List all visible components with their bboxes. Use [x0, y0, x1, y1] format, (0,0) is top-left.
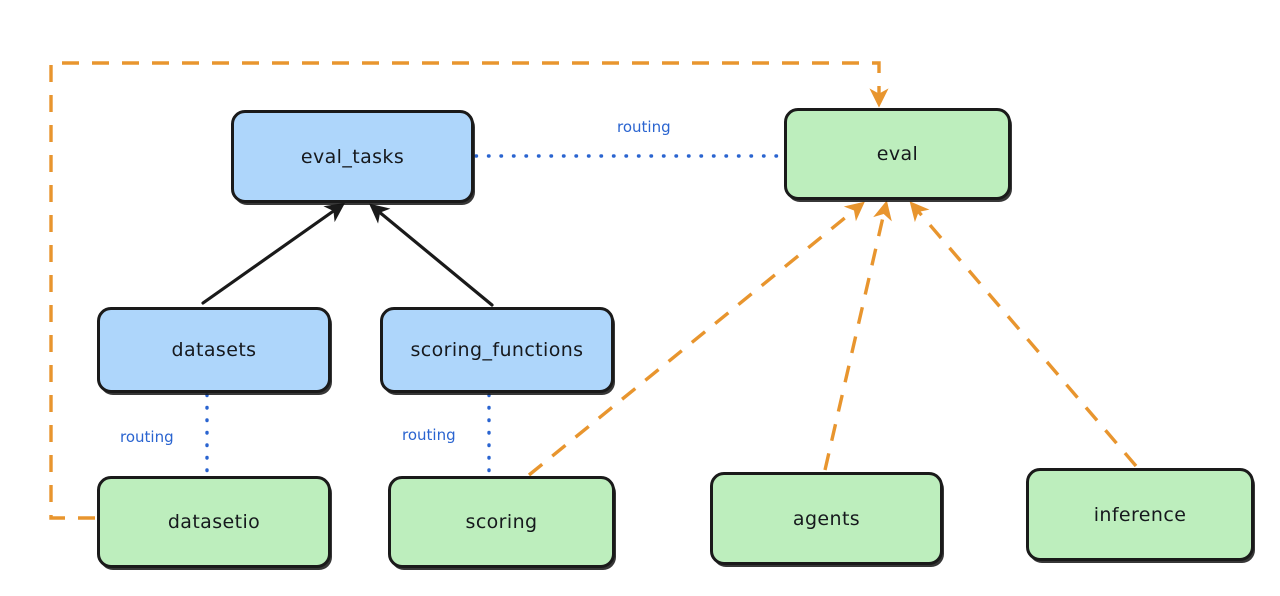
node-label-eval-tasks: eval_tasks	[300, 145, 405, 168]
node-scoring-functions[interactable]: scoring_functions	[380, 307, 614, 393]
node-label-eval: eval	[876, 143, 919, 165]
node-agents[interactable]: agents	[710, 472, 943, 565]
node-datasetio[interactable]: datasetio	[97, 476, 331, 568]
edge-datasets-eval_tasks	[201, 202, 346, 305]
node-scoring[interactable]: scoring	[388, 476, 615, 568]
node-label-inference: inference	[1093, 503, 1187, 526]
node-label-datasetio: datasetio	[167, 511, 261, 533]
edge-label-routing-eval-tasks-eval: routing	[614, 118, 674, 136]
edge-scoring_functions-eval_tasks	[369, 203, 494, 307]
node-eval[interactable]: eval	[784, 108, 1011, 200]
node-datasets[interactable]: datasets	[97, 307, 331, 393]
edge-label-routing-datasets-datasetio: routing	[117, 428, 177, 446]
edge-inference-eval	[909, 201, 1138, 468]
node-label-agents: agents	[792, 507, 861, 530]
node-inference[interactable]: inference	[1026, 468, 1254, 561]
node-eval-tasks[interactable]: eval_tasks	[231, 110, 474, 203]
edge-label-routing-scoring-functions-scoring: routing	[399, 426, 459, 444]
node-label-scoring: scoring	[465, 511, 538, 533]
edge-agents-eval	[823, 200, 892, 471]
node-label-datasets: datasets	[171, 339, 257, 361]
node-label-scoring-functions: scoring_functions	[410, 339, 584, 361]
